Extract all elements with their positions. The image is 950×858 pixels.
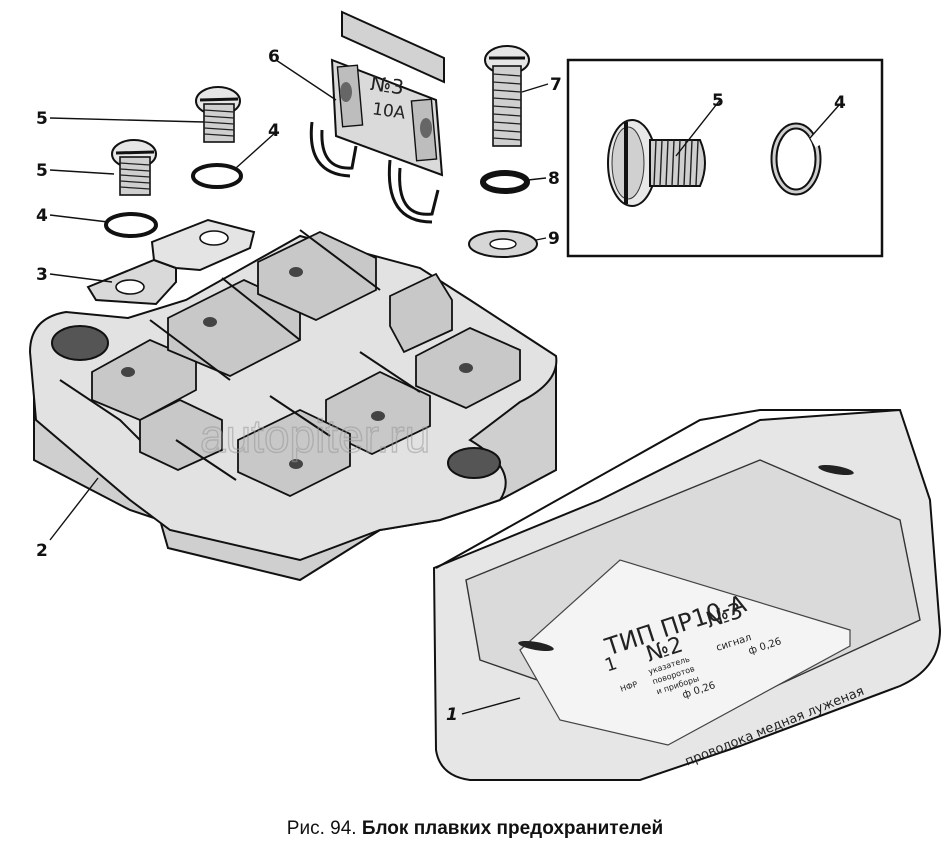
fuse-base-drawing	[28, 229, 558, 582]
callout-1: 1	[446, 705, 458, 725]
fuse-label-number: №3	[369, 71, 406, 99]
bracket-drawing	[86, 218, 256, 306]
lock-washer-8-drawing	[480, 170, 530, 194]
inset-screw-drawing	[607, 119, 706, 207]
caption-title: Блок плавких предохранителей	[361, 818, 664, 839]
fuse-drawing: №3 10A	[309, 10, 445, 224]
callout-4b: 4	[268, 121, 280, 141]
screw-lower-drawing	[111, 139, 157, 196]
callout-6: 6	[268, 47, 280, 67]
callout-9: 9	[548, 229, 560, 249]
callout-4a: 4	[36, 206, 48, 226]
callout-5b: 5	[36, 161, 48, 181]
callout-labels: 1 2 3 4 4 5 5 5 4 6 7 8 9	[36, 47, 846, 725]
screw-7-drawing	[484, 45, 530, 147]
washer-right-drawing	[191, 163, 243, 189]
inset-washer-drawing	[770, 122, 822, 196]
figure-caption: Рис. 94. Блок плавких предохранителей	[0, 818, 950, 840]
watermark-text: autopiter.ru	[200, 410, 430, 462]
callout-2: 2	[36, 541, 48, 561]
screw-upper-drawing	[195, 86, 241, 143]
fuse-label-rating: 10A	[371, 99, 407, 123]
washer-left-drawing	[104, 212, 158, 238]
callout-5a: 5	[36, 109, 48, 129]
callout-5-inset: 5	[712, 91, 724, 111]
callout-3: 3	[36, 265, 48, 285]
callout-8: 8	[548, 169, 560, 189]
callout-7: 7	[550, 75, 562, 95]
cover-drawing: ТИП ПР10-А №2 №3 1 сигнал ф 0,26 ф 0,26 …	[432, 408, 942, 781]
flat-washer-9-drawing	[468, 230, 538, 258]
leader-lines	[49, 59, 841, 715]
callout-4-inset: 4	[834, 93, 846, 113]
detail-inset	[566, 58, 884, 258]
caption-prefix: Рис. 94.	[286, 818, 357, 839]
